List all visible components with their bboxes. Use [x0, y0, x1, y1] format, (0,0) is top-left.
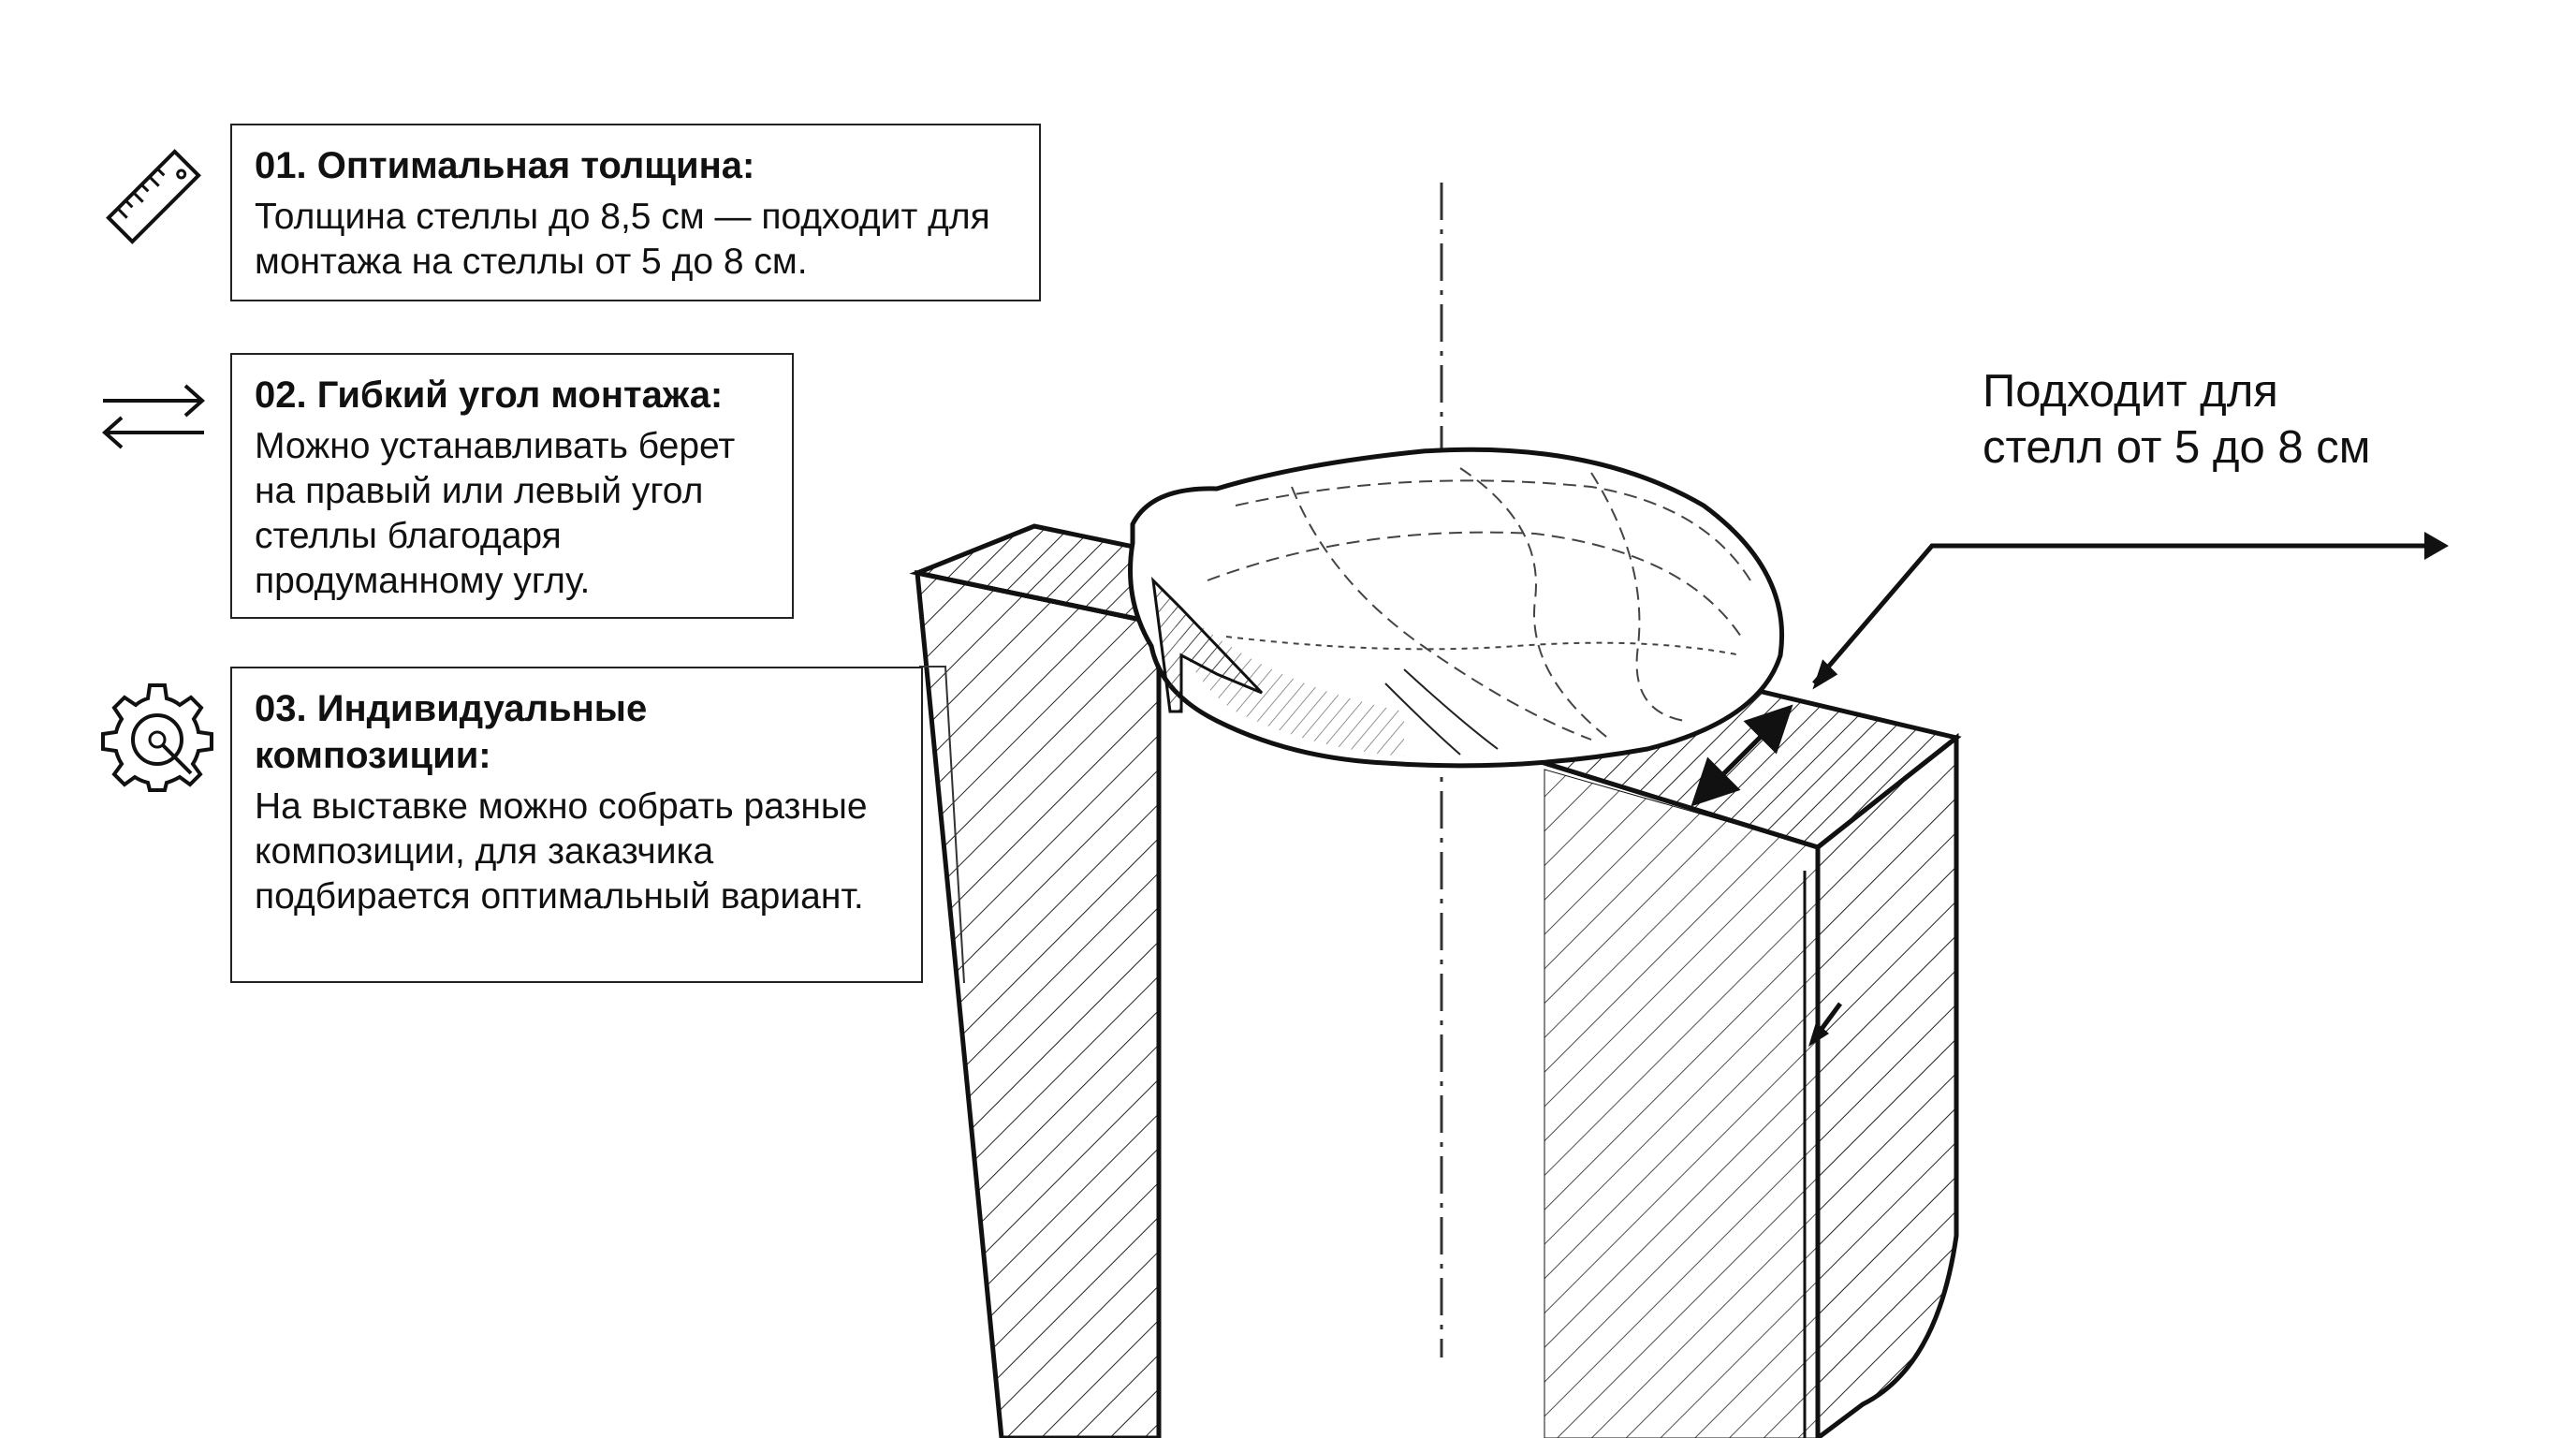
ruler-icon — [97, 140, 210, 257]
feature-box-2: 02. Гибкий угол монтажа: Можно устанавли… — [230, 353, 794, 619]
callout-leader-arrow — [1812, 532, 2449, 690]
feature-text-2: Можно устанавливать берет на правый или … — [255, 426, 736, 601]
feature-box-3: 03. Индивидуальные композиции: На выстав… — [230, 667, 923, 983]
feature-title-3: 03. Индивидуальные композиции: — [255, 688, 648, 776]
left-stele — [909, 523, 1164, 1438]
thickness-dimension-arrow — [1690, 704, 1793, 807]
feature-3-leader-line — [919, 666, 965, 984]
beret-cap — [1128, 447, 1785, 769]
feature-text-3: На выставке можно собрать разные компози… — [255, 786, 868, 917]
swap-arrows-icon — [99, 380, 208, 460]
feature-box-1: 01. Оптимальная толщина: Толщина стеллы … — [230, 124, 1041, 301]
feature-title-1: 01. Оптимальная толщина: — [255, 145, 755, 186]
stele-size-callout: Подходит для стелл от 5 до 8 см — [1983, 363, 2370, 476]
gear-settings-icon — [101, 680, 213, 797]
feature-text-1: Толщина стеллы до 8,5 см — подходит для … — [255, 197, 990, 282]
feature-title-2: 02. Гибкий угол монтажа: — [255, 374, 724, 416]
side-arrow — [1808, 1002, 1843, 1047]
callout-line-1: Подходит для — [1983, 366, 2278, 417]
callout-line-2: стелл от 5 до 8 см — [1983, 422, 2371, 473]
mounting-tab — [1150, 576, 1264, 713]
right-stele — [1527, 686, 1962, 1438]
